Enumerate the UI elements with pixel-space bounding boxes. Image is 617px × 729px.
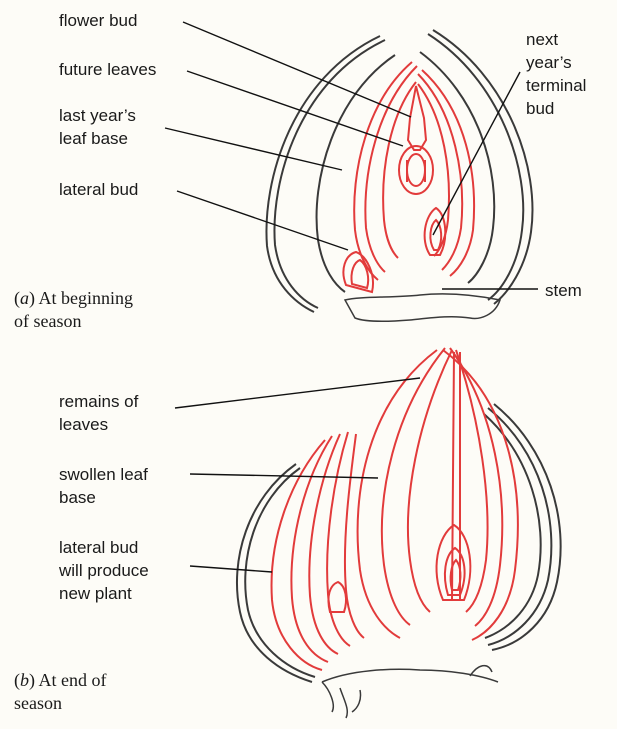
caption-b-letter: b: [20, 670, 29, 690]
panel-b-leader-lines: [175, 378, 420, 572]
panel-a-stem: [345, 294, 500, 321]
caption-a-letter: a: [20, 288, 29, 308]
label-remains-of-leaves: remains of leaves: [59, 390, 138, 436]
caption-panel-b: (b) At end of season: [14, 669, 107, 715]
label-stem: stem: [545, 279, 582, 302]
panel-b-lateral-bud: [272, 432, 364, 670]
caption-panel-a: (a) At beginning of season: [14, 287, 133, 333]
panel-b-base-roots: [322, 666, 498, 718]
label-lateral-bud: lateral bud: [59, 178, 138, 201]
caption-a-text: At beginning of season: [14, 288, 133, 331]
panel-b-swollen-leaf-bases: [358, 348, 518, 640]
label-flower-bud: flower bud: [59, 9, 137, 32]
label-future-leaves: future leaves: [59, 58, 156, 81]
label-lateral-bud-new-plant: lateral bud will produce new plant: [59, 536, 149, 605]
panel-a-leader-lines: [165, 22, 538, 289]
label-swollen-leaf-base: swollen leaf base: [59, 463, 148, 509]
label-next-year-terminal-bud: next year’s terminal bud: [526, 28, 586, 120]
panel-b-bulb: [237, 348, 561, 718]
label-last-year-leaf-base: last year’s leaf base: [59, 104, 136, 150]
